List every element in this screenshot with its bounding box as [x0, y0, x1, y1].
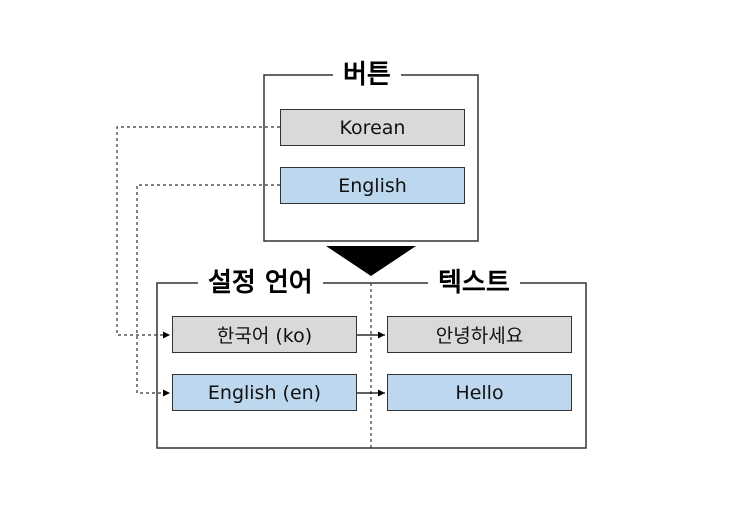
language-panel-title: 설정 언어	[198, 268, 323, 298]
buttons-panel-title: 버튼	[333, 60, 401, 90]
connector-english	[136, 184, 280, 397]
flow-triangle-icon	[326, 246, 416, 276]
text-panel-title: 텍스트	[428, 268, 520, 298]
text-value-english: Hello	[387, 374, 572, 411]
text-value-korean: 안녕하세요	[387, 316, 572, 353]
korean-button[interactable]: Korean	[280, 109, 465, 146]
language-value-korean: 한국어 (ko)	[172, 316, 357, 353]
connector-korean	[116, 126, 280, 339]
language-value-english: English (en)	[172, 374, 357, 411]
english-button[interactable]: English	[280, 167, 465, 204]
buttons-panel-frame	[263, 74, 479, 242]
